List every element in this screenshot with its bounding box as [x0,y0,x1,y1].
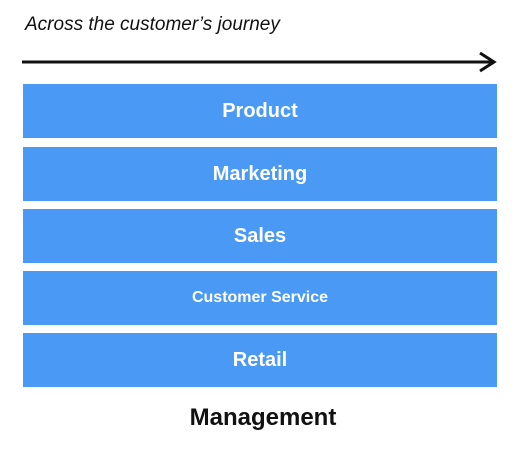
arrow-right-icon [22,52,497,73]
layer-label: Product [222,99,298,122]
management-label: Management [189,404,337,431]
layer-label: Sales [233,224,287,247]
layer-customer-service: Customer Service [23,271,497,325]
layer-label: Marketing [212,162,308,185]
layer-product: Product [23,84,497,138]
layer-retail: Retail [23,333,497,387]
layer-sales: Sales [23,209,497,263]
layer-label: Retail [232,348,288,371]
layer-label: Customer Service [191,289,329,306]
layer-marketing: Marketing [23,147,497,201]
journey-caption: Across the customer’s journey [25,14,280,35]
